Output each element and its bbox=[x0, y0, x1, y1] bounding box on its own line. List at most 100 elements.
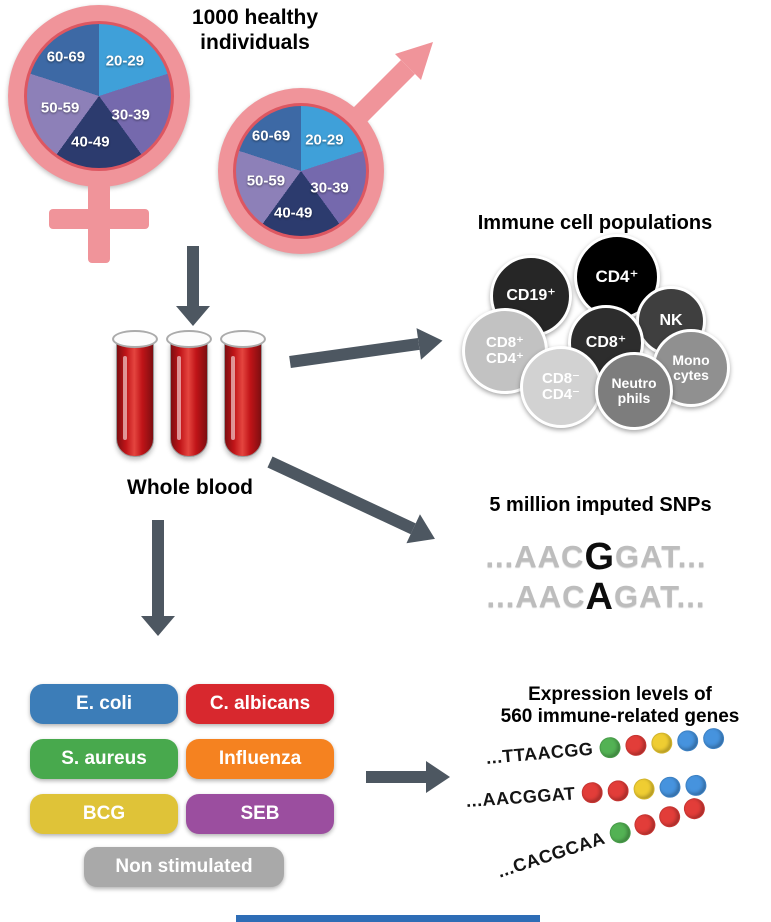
expression-dot bbox=[701, 727, 725, 750]
expression-sequence-3: ...CACGCAA bbox=[495, 795, 708, 882]
age-group-label: 30-39 bbox=[111, 106, 150, 124]
tube-body bbox=[224, 339, 262, 457]
arrow-blood-to-cells bbox=[288, 324, 451, 378]
age-group-label: 50-59 bbox=[40, 99, 80, 117]
arrow-shaft bbox=[267, 456, 416, 535]
cell-label: Mono cytes bbox=[672, 351, 710, 383]
blood-tube-icon bbox=[166, 330, 212, 458]
snp-sequence-2: ...AACAGAT... bbox=[428, 574, 764, 618]
cell-label: CD19⁺ bbox=[506, 287, 556, 305]
stimulus-pill-seb: SEB bbox=[186, 794, 334, 834]
figure-title-line1: 1000 healthy bbox=[191, 6, 319, 29]
expression-dot bbox=[631, 811, 659, 838]
expression-dot bbox=[676, 729, 699, 753]
expression-dot bbox=[681, 795, 708, 822]
bottom-accent-bar bbox=[236, 915, 540, 922]
stimulus-pill-nonstimulated: Non stimulated bbox=[84, 847, 284, 887]
expression-seq-text: ...AACGGAT bbox=[465, 783, 577, 811]
age-group-label: 40-49 bbox=[274, 204, 313, 222]
expression-dots bbox=[606, 795, 708, 847]
arrow-shaft bbox=[187, 246, 199, 306]
blood-tube-icon bbox=[112, 330, 158, 458]
snp-prefix: ...AAC bbox=[486, 579, 586, 614]
cell-label: Neutro phils bbox=[611, 374, 657, 406]
tube-body bbox=[170, 339, 208, 457]
age-group-label: 20-29 bbox=[305, 131, 344, 149]
expression-dot bbox=[632, 777, 655, 801]
expression-dot bbox=[656, 803, 683, 830]
stimulus-label: BCG bbox=[82, 803, 126, 824]
stimulus-label: Influenza bbox=[218, 748, 302, 769]
tube-shine bbox=[123, 356, 127, 440]
age-group-label: 40-49 bbox=[71, 133, 110, 151]
figure-title-line2: individuals bbox=[200, 30, 310, 54]
arrow-head bbox=[176, 306, 210, 326]
expression-dot bbox=[658, 776, 681, 799]
expression-dots bbox=[598, 727, 725, 760]
immune-populations-title: Immune cell populations bbox=[477, 212, 713, 234]
arrow-shaft bbox=[152, 520, 164, 616]
expression-title: Expression levels of 560 immune-related … bbox=[474, 684, 766, 729]
stimulus-label: SEB bbox=[240, 803, 280, 824]
expression-seq-text: ...CACGCAA bbox=[494, 827, 608, 882]
expression-title-line2: 560 immune-related genes bbox=[500, 706, 740, 728]
figure-title: 1000 healthy individuals bbox=[155, 6, 355, 56]
cell-label: NK bbox=[659, 312, 683, 330]
snp-variant: A bbox=[585, 576, 614, 618]
snp-prefix: ...AAC bbox=[485, 539, 585, 574]
age-group-label: 50-59 bbox=[246, 172, 286, 190]
male-age-pie: 20-29 30-39 40-49 50-59 60-69 bbox=[233, 103, 369, 239]
arrow-individuals-to-blood bbox=[176, 246, 210, 326]
male-arrow bbox=[348, 42, 433, 127]
tube-shine bbox=[231, 356, 235, 440]
stimulus-pill-calbicans: C. albicans bbox=[186, 684, 334, 724]
expression-dot bbox=[624, 734, 647, 757]
age-group-label: 30-39 bbox=[310, 179, 349, 197]
stimulus-label: E. coli bbox=[76, 693, 132, 714]
arrow-head bbox=[141, 616, 175, 636]
expression-dot bbox=[684, 774, 707, 797]
stimulus-label: C. albicans bbox=[209, 693, 311, 714]
snp-suffix: GAT... bbox=[613, 579, 706, 614]
tube-rim bbox=[112, 330, 158, 348]
arrow-blood-to-stimulations bbox=[141, 520, 175, 636]
age-group-label: 60-69 bbox=[251, 127, 291, 145]
stimulus-label: Non stimulated bbox=[115, 856, 253, 877]
age-group-label: 20-29 bbox=[105, 52, 145, 70]
arrow-head bbox=[416, 324, 445, 360]
cell-circle-cd8neg-cd4neg: CD8⁻ CD4⁻ bbox=[520, 346, 602, 428]
tube-shine bbox=[177, 356, 181, 440]
expression-dot bbox=[580, 781, 604, 804]
expression-dot bbox=[606, 819, 634, 847]
expression-dot bbox=[598, 736, 622, 760]
arrow-stimulations-to-expression bbox=[366, 761, 454, 793]
cell-circle-cd8pos-cd4pos: CD8⁺ CD4⁺ bbox=[462, 308, 548, 394]
blood-tube-icon bbox=[220, 330, 266, 458]
arrow-shaft bbox=[366, 771, 426, 783]
female-age-pie: 20-29 30-39 40-49 50-59 60-69 bbox=[24, 21, 174, 171]
arrow-shaft bbox=[289, 337, 420, 368]
snp-title: 5 million imputed SNPs bbox=[489, 494, 712, 516]
stimulus-label: S. aureus bbox=[61, 748, 147, 769]
cell-label: CD8⁺ CD4⁺ bbox=[486, 333, 524, 367]
arrow-blood-to-snps bbox=[263, 447, 445, 555]
whole-blood-label: Whole blood bbox=[127, 476, 253, 499]
cell-label: CD8⁻ CD4⁻ bbox=[542, 369, 580, 403]
tube-rim bbox=[166, 330, 212, 348]
cell-label: CD8⁺ bbox=[585, 334, 627, 352]
snp-sequence-1: ...AACGGAT... bbox=[428, 534, 764, 578]
cell-label: CD4⁺ bbox=[595, 266, 639, 286]
stimulus-pill-saureus: S. aureus bbox=[30, 739, 178, 779]
expression-dot bbox=[606, 779, 630, 803]
expression-title-line1: Expression levels of bbox=[528, 684, 712, 705]
cell-circle-neutrophils: Neutro phils bbox=[595, 352, 673, 430]
arrow-head bbox=[426, 761, 450, 793]
snp-suffix: GAT... bbox=[615, 539, 707, 574]
age-group-label: 60-69 bbox=[46, 48, 86, 66]
expression-sequence-1: ...TTAACGG bbox=[485, 727, 725, 769]
snp-variant: G bbox=[584, 536, 615, 578]
stimulus-pill-influenza: Influenza bbox=[186, 739, 334, 779]
tube-body bbox=[116, 339, 154, 457]
expression-seq-text: ...TTAACGG bbox=[485, 738, 595, 768]
